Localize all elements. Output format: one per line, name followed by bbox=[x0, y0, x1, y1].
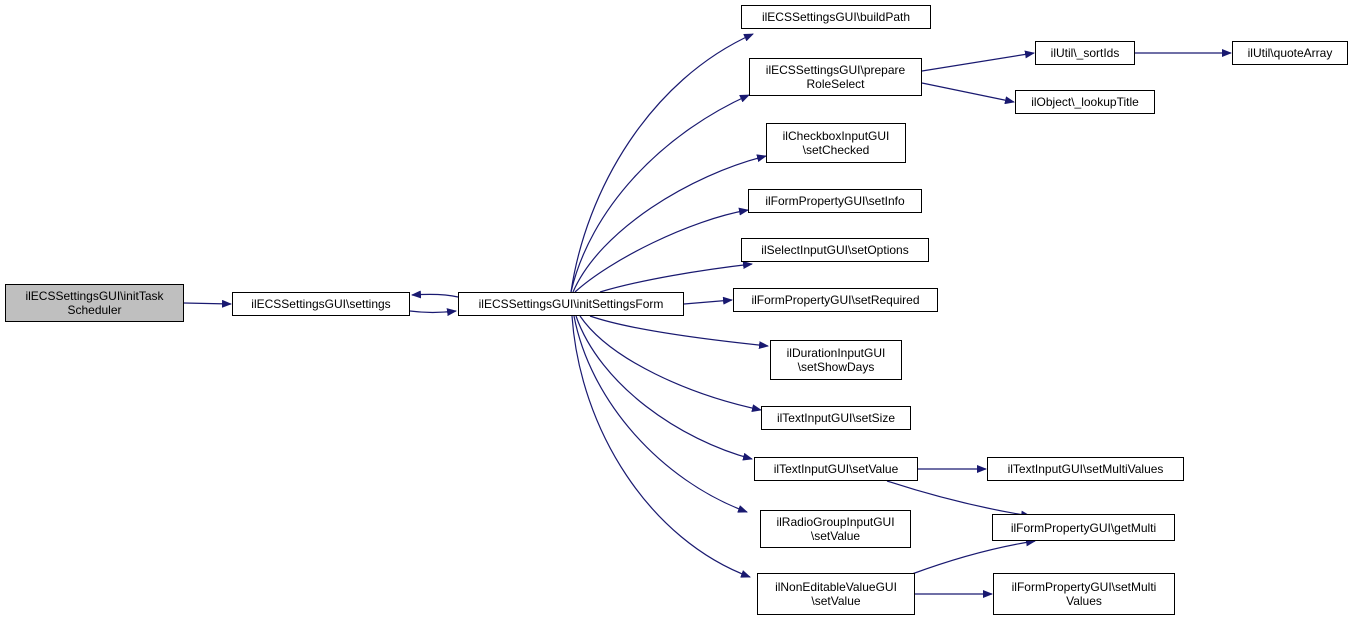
node-label-line: ilTextInputGUI\setSize bbox=[776, 411, 896, 425]
node-sort-ids[interactable]: ilUtil\_sortIds bbox=[1035, 41, 1135, 65]
node-set-size[interactable]: ilTextInputGUI\setSize bbox=[761, 406, 911, 430]
node-label-line: ilECSSettingsGUI\initTask bbox=[25, 289, 164, 303]
node-set-show-days[interactable]: ilDurationInputGUI\setShowDays bbox=[770, 340, 902, 380]
node-label-line: \setValue bbox=[811, 594, 861, 608]
node-set-info[interactable]: ilFormPropertyGUI\setInfo bbox=[748, 189, 922, 213]
node-label-line: ilTextInputGUI\setMultiValues bbox=[1007, 462, 1164, 476]
node-init-settings-form[interactable]: ilECSSettingsGUI\initSettingsForm bbox=[458, 292, 684, 316]
node-set-options[interactable]: ilSelectInputGUI\setOptions bbox=[741, 238, 929, 262]
node-text-set-multi-values[interactable]: ilTextInputGUI\setMultiValues bbox=[987, 457, 1184, 481]
node-get-multi[interactable]: ilFormPropertyGUI\getMulti bbox=[992, 514, 1175, 541]
edge-initSettingsForm-to-setShowDays bbox=[589, 315, 769, 350]
edge-textSetValue-to-getMulti bbox=[886, 480, 1031, 519]
node-label-line: ilRadioGroupInputGUI bbox=[776, 515, 895, 529]
node-label-line: ilECSSettingsGUI\buildPath bbox=[761, 10, 911, 24]
node-label-line: ilNonEditableValueGUI bbox=[775, 580, 897, 594]
node-settings[interactable]: ilECSSettingsGUI\settings bbox=[232, 292, 410, 316]
edge-initSettingsForm-to-buildPath bbox=[570, 33, 754, 293]
node-label-line: ilUtil\_sortIds bbox=[1050, 46, 1120, 60]
edge-initSettingsForm-to-setRequired bbox=[683, 296, 733, 305]
node-label-line: \setShowDays bbox=[797, 360, 875, 374]
edge-initTaskScheduler-to-settings bbox=[183, 299, 232, 308]
edge-initSettingsForm-to-setInfo bbox=[574, 207, 749, 293]
edge-initSettingsForm-to-prepareRoleSelect bbox=[570, 94, 750, 293]
node-label-line: ilFormPropertyGUI\getMulti bbox=[1010, 520, 1157, 535]
node-label-line: Values bbox=[1066, 594, 1102, 608]
node-radio-set-value[interactable]: ilRadioGroupInputGUI\setValue bbox=[760, 510, 911, 548]
edge-initSettingsForm-to-setSize bbox=[579, 315, 762, 413]
node-label-line: ilFormPropertyGUI\setRequired bbox=[751, 293, 920, 307]
node-label-line: Scheduler bbox=[67, 303, 122, 317]
edge-initSettingsForm-to-nonEditableSetValue bbox=[571, 315, 751, 578]
edge-prepareRoleSelect-to-sortIds bbox=[921, 50, 1035, 72]
node-label-line: ilCheckboxInputGUI bbox=[782, 129, 890, 143]
node-set-required[interactable]: ilFormPropertyGUI\setRequired bbox=[733, 288, 938, 312]
node-label-line: ilECSSettingsGUI\prepare bbox=[765, 63, 906, 77]
node-label-line: ilDurationInputGUI bbox=[786, 346, 886, 360]
node-label-line: ilFormPropertyGUI\setInfo bbox=[765, 194, 905, 208]
edge-initSettingsForm-to-setChecked bbox=[572, 154, 767, 293]
node-label-line: ilECSSettingsGUI\settings bbox=[251, 297, 391, 311]
edge-settings-to-initSettingsForm bbox=[409, 308, 457, 317]
node-label-line: ilObject\_lookupTitle bbox=[1031, 95, 1139, 109]
node-label-line: ilSelectInputGUI\setOptions bbox=[761, 243, 909, 257]
node-quote-array[interactable]: ilUtil\quoteArray bbox=[1232, 41, 1348, 65]
node-lookup-title[interactable]: ilObject\_lookupTitle bbox=[1015, 90, 1155, 114]
edge-prepareRoleSelect-to-lookupTitle bbox=[921, 82, 1015, 105]
node-label-line: \setValue bbox=[810, 529, 861, 543]
node-label-line: ilTextInputGUI\setValue bbox=[773, 462, 899, 476]
edge-nonEditableSetValue-to-getMulti bbox=[911, 538, 1036, 575]
edge-initSettingsForm-to-radioSetValue bbox=[573, 315, 748, 513]
node-label-line: ilUtil\quoteArray bbox=[1247, 46, 1333, 60]
node-non-editable-set-value[interactable]: ilNonEditableValueGUI\setValue bbox=[757, 573, 915, 615]
edge-initSettingsForm-to-setOptions bbox=[599, 261, 753, 293]
node-text-set-value[interactable]: ilTextInputGUI\setValue bbox=[754, 457, 918, 481]
node-label-line: ilECSSettingsGUI\initSettingsForm bbox=[478, 297, 664, 311]
edge-initSettingsForm-to-textSetValue bbox=[575, 315, 753, 461]
node-build-path[interactable]: ilECSSettingsGUI\buildPath bbox=[741, 5, 931, 29]
node-set-checked[interactable]: ilCheckboxInputGUI\setChecked bbox=[766, 123, 906, 163]
node-label-line: RoleSelect bbox=[806, 77, 865, 91]
node-label-line: ilFormPropertyGUI\setMulti bbox=[1011, 580, 1157, 594]
edge-initSettingsForm-to-settings bbox=[411, 290, 459, 299]
node-label-line: \setChecked bbox=[802, 143, 870, 157]
